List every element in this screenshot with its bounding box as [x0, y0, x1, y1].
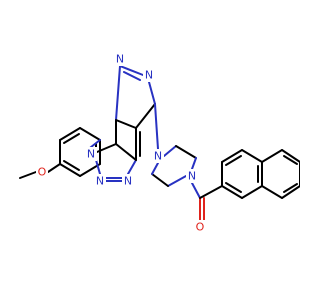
atom-n-triazole-1-label: N	[87, 148, 95, 161]
atom-n-pyrimidine-3: N	[143, 68, 155, 82]
bond-layer	[19, 65, 300, 221]
bond-aryl-6-inner	[63, 160, 80, 171]
bond-pyr-top	[115, 119, 137, 129]
bond-pip-2	[175, 145, 197, 159]
bond-triazole-fusion	[115, 143, 137, 161]
atom-o-methoxy: O	[36, 165, 48, 179]
atom-o-carbonyl: O	[194, 220, 206, 234]
bond-naph-10-inner	[283, 183, 298, 193]
bond-pip-5	[151, 173, 169, 187]
atom-n-triazole-3: N	[122, 174, 134, 188]
atom-n-piperazine-1-label: N	[154, 150, 162, 163]
bond-triazole-n3-c	[127, 159, 137, 175]
bond-naph-7	[261, 149, 283, 163]
bond-naph-11	[261, 185, 283, 199]
atom-o-carbonyl-label: O	[196, 221, 205, 234]
atom-label-layer: N N N N N N N O	[36, 52, 206, 234]
atom-n-triazole-2: N	[94, 174, 106, 188]
bond-aryl-6	[59, 163, 81, 177]
bond-naph-10	[281, 185, 300, 199]
molecule-structure-diagram: N N N N N N N O	[19, 52, 300, 234]
bond-carbonyl-naph	[199, 185, 223, 199]
bond-naph-6-inner	[225, 182, 242, 193]
bond-naph-8	[281, 149, 300, 163]
bond-naph-5	[241, 185, 263, 199]
atom-n-pyrimidine-3-label: N	[145, 69, 153, 82]
bond-naph-3	[241, 149, 263, 163]
atom-n-pyrimidine-1: N	[114, 52, 126, 66]
atom-n-piperazine-4-label: N	[188, 170, 196, 183]
atom-n-triazole-2-label: N	[96, 175, 104, 188]
bond-naph-2-inner	[225, 155, 242, 166]
atom-n-triazole-3-label: N	[124, 175, 132, 188]
bond-naph-8-inner	[283, 155, 298, 165]
bond-aryl-3	[79, 127, 101, 141]
atom-n-piperazine-4: N	[186, 169, 198, 183]
atom-n-triazole-1: N	[85, 147, 97, 161]
bond-methyl-o	[19, 171, 37, 179]
bond-pyr-n3-c4	[148, 81, 156, 105]
bond-pip-1	[163, 145, 177, 157]
atom-o-methoxy-label: O	[38, 166, 47, 179]
bond-triazole-n1-n2	[95, 159, 101, 175]
bond-triazole-n1-c	[96, 143, 117, 153]
bond-pip-4	[167, 175, 187, 187]
bond-aryl-5	[79, 163, 101, 177]
bond-o-aryl	[47, 163, 61, 173]
bond-pyr-c4-c4a	[135, 103, 156, 129]
bond-n-carbonyl	[191, 182, 201, 199]
bond-naph-2	[221, 149, 243, 163]
bond-aryl-2-inner	[63, 133, 80, 144]
bond-pyr-n1-c2	[119, 65, 144, 76]
bond-pyr-left	[115, 65, 121, 121]
atom-n-piperazine-1: N	[152, 149, 164, 163]
bond-aryl-2	[59, 127, 81, 141]
bond-pip-6	[151, 162, 159, 175]
atom-n-pyrimidine-1-label: N	[116, 53, 124, 66]
bond-pyr-n1-c2-inner	[123, 71, 141, 81]
bond-naph-6	[221, 185, 243, 199]
bond-pip-3	[191, 157, 197, 170]
bond-pyr-piperazine	[154, 103, 159, 150]
